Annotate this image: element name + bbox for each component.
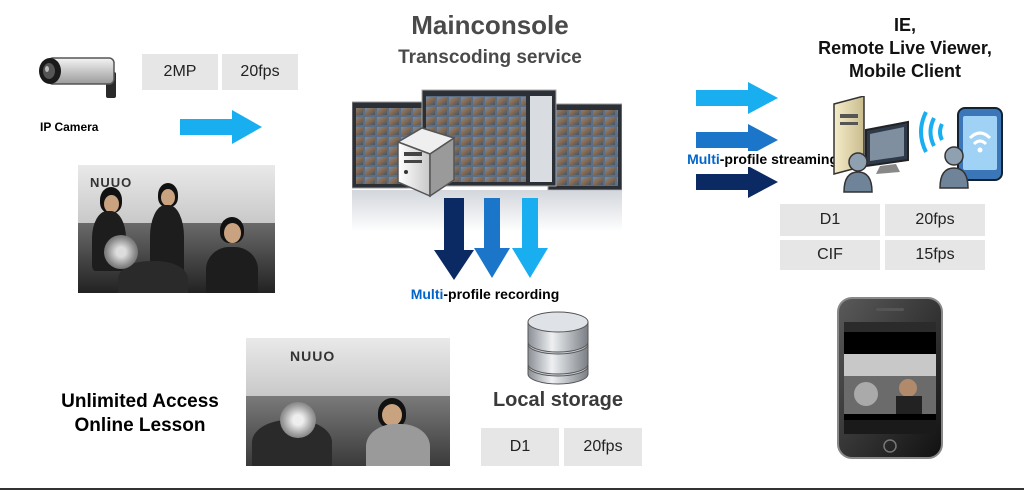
online-lesson-title: Unlimited Access Online Lesson — [20, 390, 260, 438]
camera-arrow — [180, 110, 262, 144]
server-icon — [396, 127, 456, 198]
recording-rest-text: -profile recording — [443, 286, 560, 302]
bottom-divider — [0, 488, 1024, 490]
online-lesson-photo: NUUO — [246, 338, 450, 466]
client-spec-1-fps: 20fps — [885, 204, 985, 236]
client-spec-1-resolution: D1 — [780, 204, 880, 236]
nuuo-logo-2: NUUO — [290, 348, 336, 364]
clients-title-line-2: Remote Live Viewer, — [818, 38, 992, 58]
desktop-viewer-icon — [833, 96, 909, 193]
storage-resolution: D1 — [481, 428, 559, 466]
local-storage-label: Local storage — [492, 389, 624, 411]
multi-profile-streaming-label: Multi-profile streaming — [650, 151, 840, 167]
streaming-multi-word: Multi — [687, 151, 720, 167]
clients-title: IE, Remote Live Viewer, Mobile Client — [780, 14, 1024, 83]
ip-camera-label: IP Camera — [40, 120, 99, 134]
nuuo-logo: NUUO — [90, 175, 133, 190]
streaming-rest-text: -profile streaming — [719, 151, 838, 167]
storage-fps: 20fps — [564, 428, 642, 466]
clients-title-line-1: IE, — [893, 15, 916, 35]
lesson-line-1: Unlimited Access — [61, 391, 219, 412]
client-spec-2-fps: 15fps — [885, 240, 985, 270]
recording-arrows — [434, 198, 548, 280]
mainconsole-title: Mainconsole — [411, 10, 569, 40]
ip-camera-icon — [39, 57, 116, 98]
mobile-wifi-icon — [919, 107, 1003, 189]
classroom-photo: NUUO — [78, 165, 275, 293]
camera-fps: 20fps — [222, 54, 298, 90]
multi-profile-recording-label: Multi-profile recording — [385, 286, 585, 302]
recording-multi-word: Multi — [410, 286, 444, 302]
camera-resolution: 2MP — [142, 54, 218, 90]
lesson-line-2: Online Lesson — [74, 415, 206, 436]
client-spec-2-resolution: CIF — [780, 240, 880, 270]
clients-title-line-3: Mobile Client — [849, 61, 961, 81]
streaming-arrows — [696, 82, 778, 198]
transcoding-subtitle: Transcoding service — [398, 47, 582, 68]
smartphone-icon — [837, 297, 943, 459]
database-icon — [527, 311, 589, 385]
